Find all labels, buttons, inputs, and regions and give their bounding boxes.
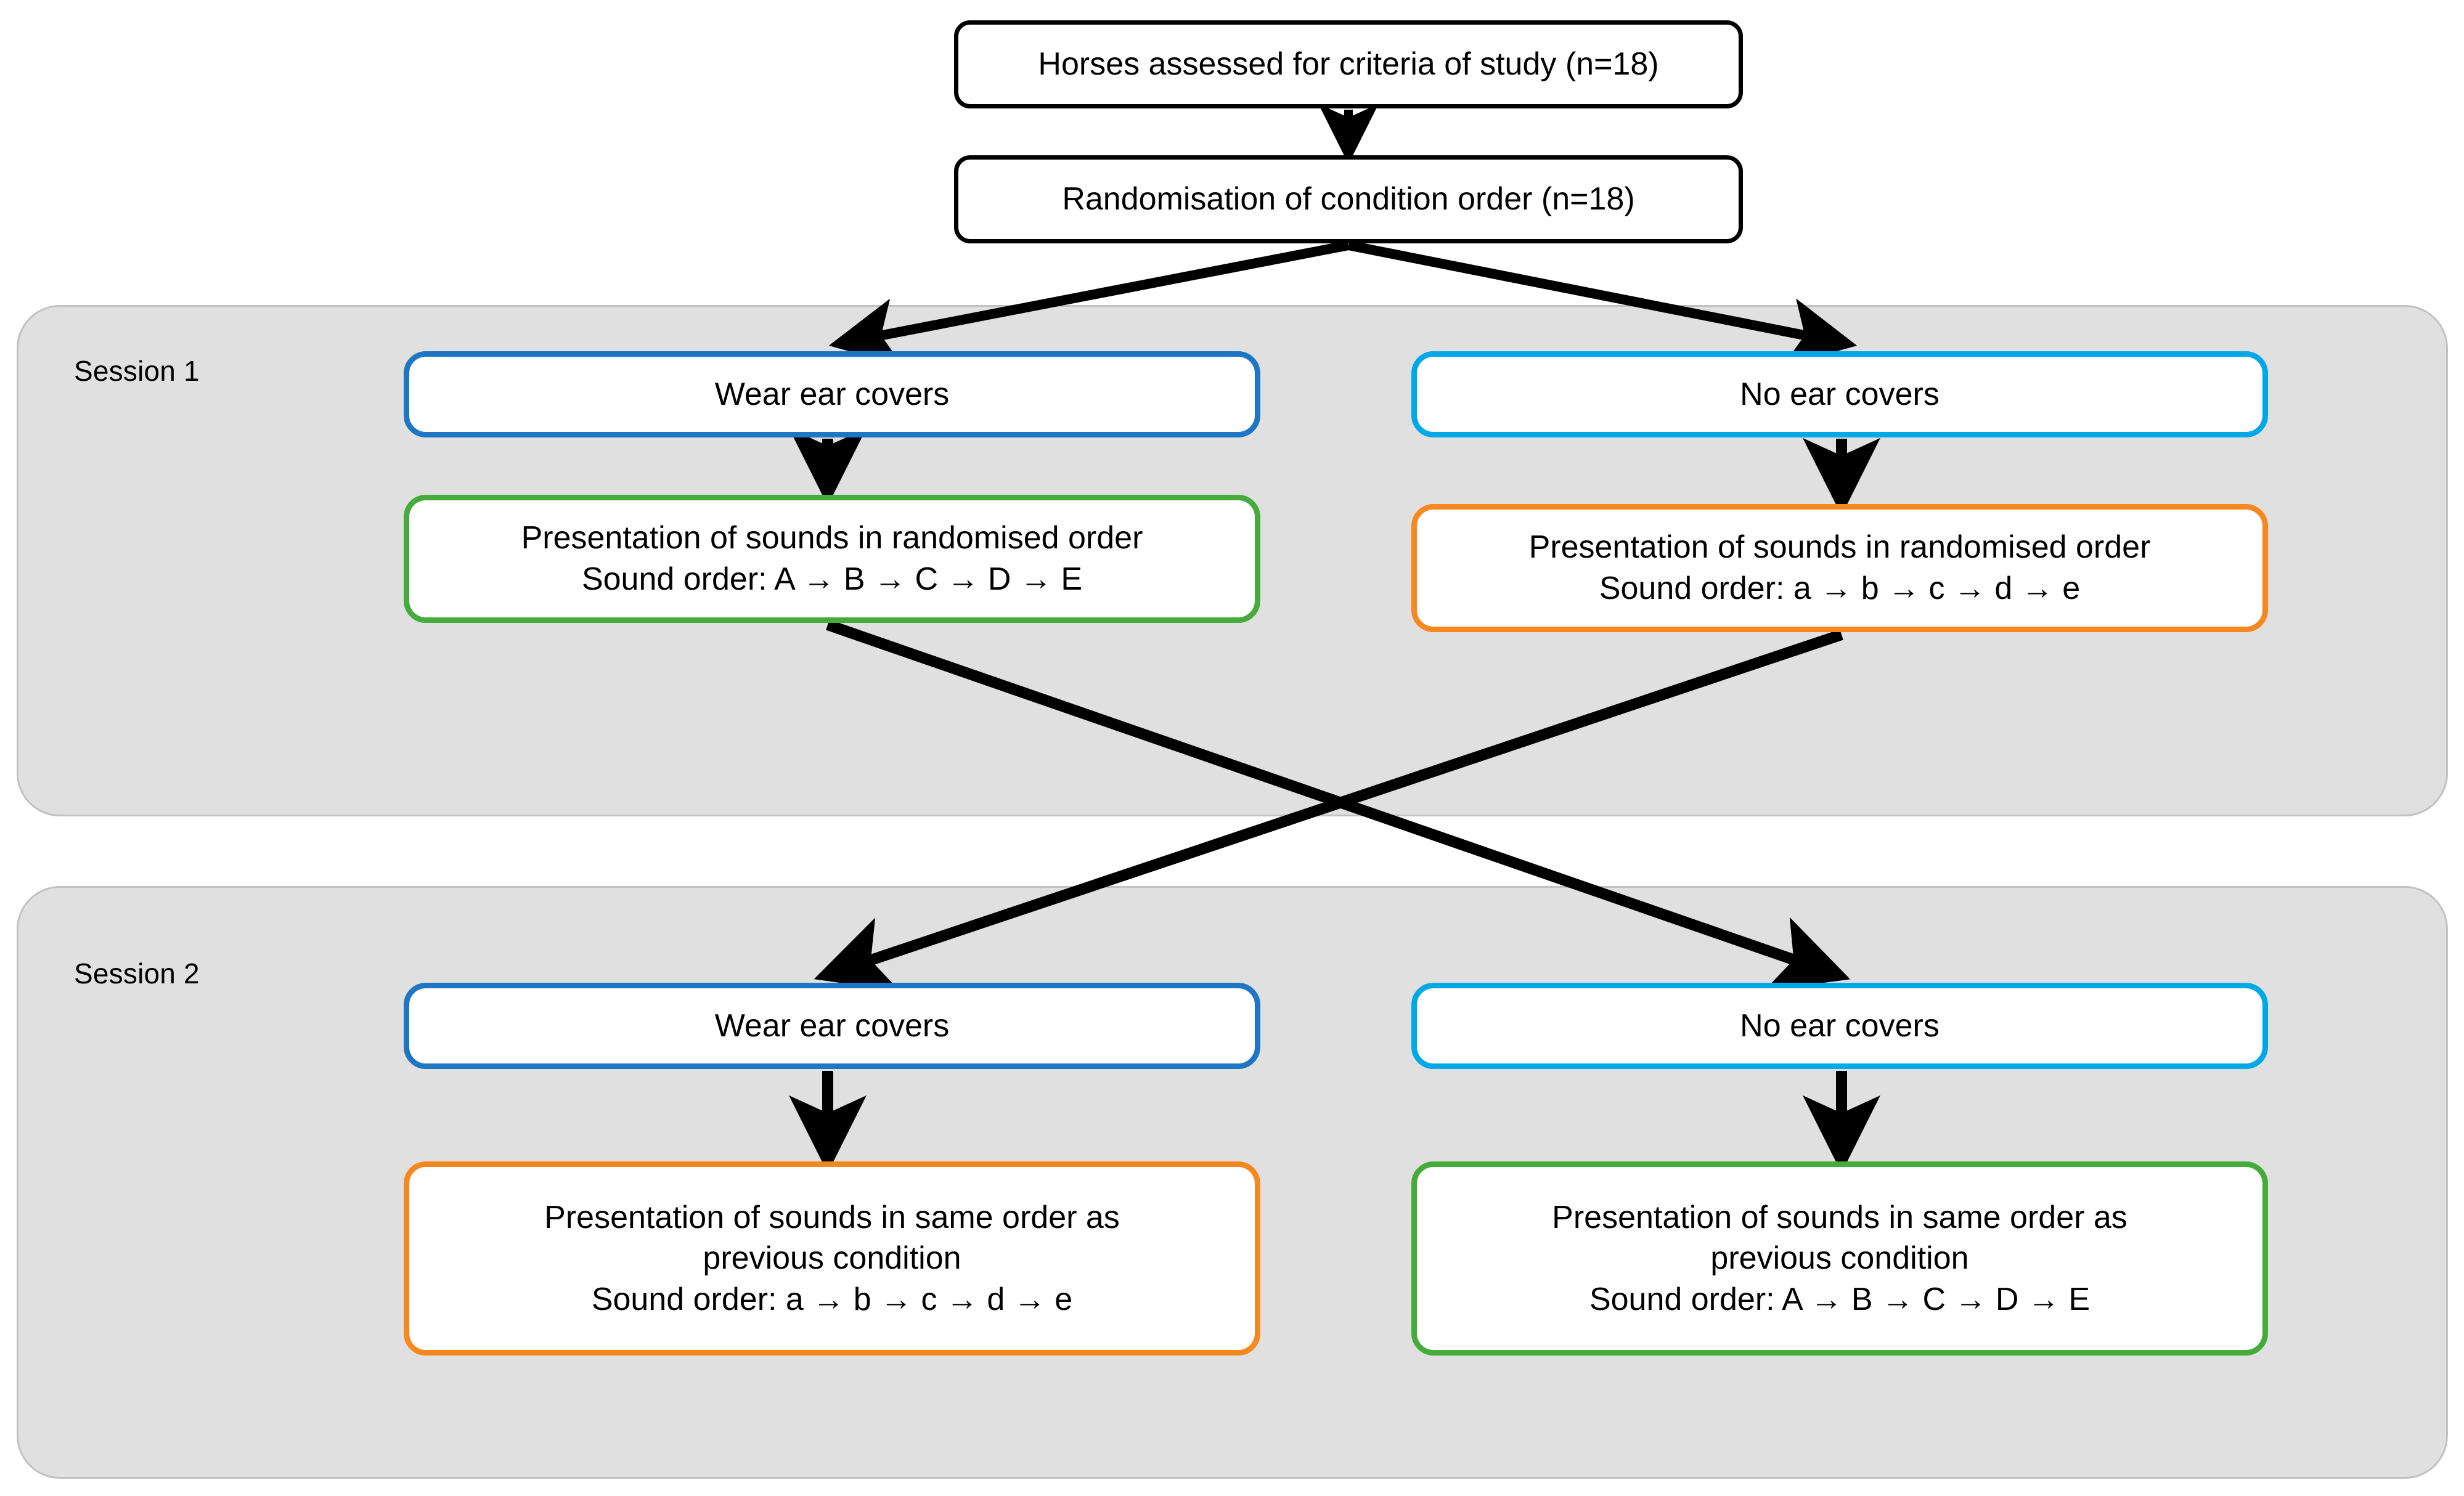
node-session2-presentation-left-line2: previous condition (703, 1240, 961, 1277)
node-session2-presentation-left[interactable]: Presentation of sounds in same order as … (404, 1161, 1260, 1356)
node-session2-no-ear-covers[interactable]: No ear covers (1411, 983, 2268, 1069)
node-session1-no-ear-covers[interactable]: No ear covers (1411, 351, 2268, 437)
node-session2-presentation-left-line3: Sound order: a → b → c → d → e (591, 1281, 1073, 1317)
node-session2-no-ear-covers-text: No ear covers (1740, 1007, 1940, 1044)
node-randomisation-text: Randomisation of condition order (n=18) (1062, 181, 1635, 217)
node-session2-presentation-left-line1: Presentation of sounds in same order as (544, 1199, 1120, 1235)
session-2-label: Session 2 (74, 957, 200, 990)
node-session1-presentation-right[interactable]: Presentation of sounds in randomised ord… (1411, 504, 2268, 632)
node-session2-presentation-right-line3: Sound order: A → B → C → D → E (1589, 1281, 2091, 1317)
node-session1-presentation-left[interactable]: Presentation of sounds in randomised ord… (404, 495, 1260, 623)
node-session1-presentation-left-line2: Sound order: A → B → C → D → E (581, 561, 1083, 597)
session-1-label: Session 1 (74, 355, 200, 387)
node-session1-wear-ear-covers-text: Wear ear covers (714, 376, 950, 412)
node-session1-no-ear-covers-text: No ear covers (1740, 376, 1940, 412)
node-session1-wear-ear-covers[interactable]: Wear ear covers (404, 351, 1260, 437)
node-session2-wear-ear-covers[interactable]: Wear ear covers (404, 983, 1260, 1069)
node-session1-presentation-right-line2: Sound order: a → b → c → d → e (1599, 571, 2081, 606)
node-session1-presentation-right-line1: Presentation of sounds in randomised ord… (1528, 529, 2151, 566)
node-session2-presentation-right-line1: Presentation of sounds in same order as (1552, 1199, 2127, 1235)
node-session2-wear-ear-covers-text: Wear ear covers (714, 1007, 950, 1044)
node-session2-presentation-right[interactable]: Presentation of sounds in same order as … (1411, 1161, 2268, 1356)
node-session2-presentation-right-line2: previous condition (1710, 1240, 1969, 1277)
node-horses-assessed[interactable]: Horses assessed for criteria of study (n… (954, 20, 1743, 108)
node-randomisation[interactable]: Randomisation of condition order (n=18) (954, 155, 1743, 243)
node-horses-assessed-text: Horses assessed for criteria of study (n… (1038, 46, 1659, 83)
node-session1-presentation-left-line1: Presentation of sounds in randomised ord… (521, 520, 1143, 556)
